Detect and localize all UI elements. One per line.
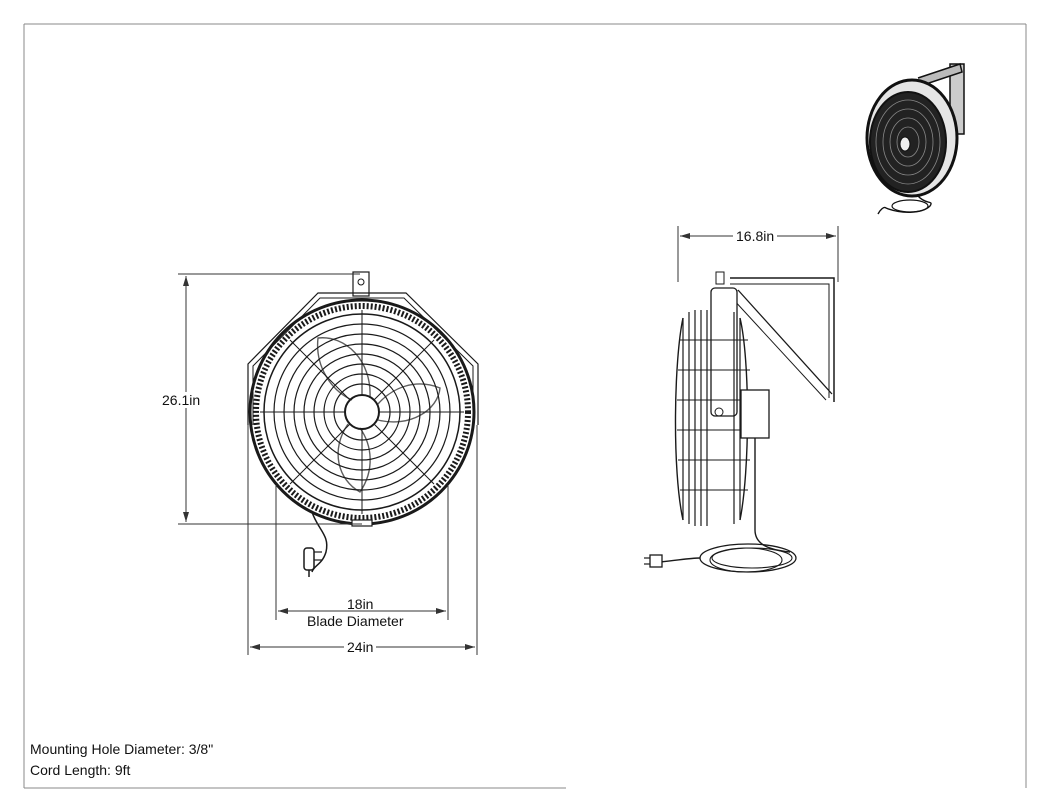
- blade-diameter-value-label: 18in: [347, 596, 374, 612]
- blade-diameter-caption: Blade Diameter: [307, 613, 404, 629]
- overall-width-dimension-label: 24in: [344, 639, 377, 655]
- mounting-hole-note: Mounting Hole Diameter: 3/8": [30, 741, 214, 757]
- front-view-fan: [247, 271, 479, 577]
- iso-preview-fan: [865, 63, 965, 215]
- sheet-frame: [23, 23, 1027, 789]
- cord-length-note: Cord Length: 9ft: [30, 762, 131, 778]
- side-view-fan: [644, 271, 835, 573]
- side-depth-dimension-label: 16.8in: [733, 228, 778, 244]
- height-dimension-label: 26.1in: [162, 392, 201, 408]
